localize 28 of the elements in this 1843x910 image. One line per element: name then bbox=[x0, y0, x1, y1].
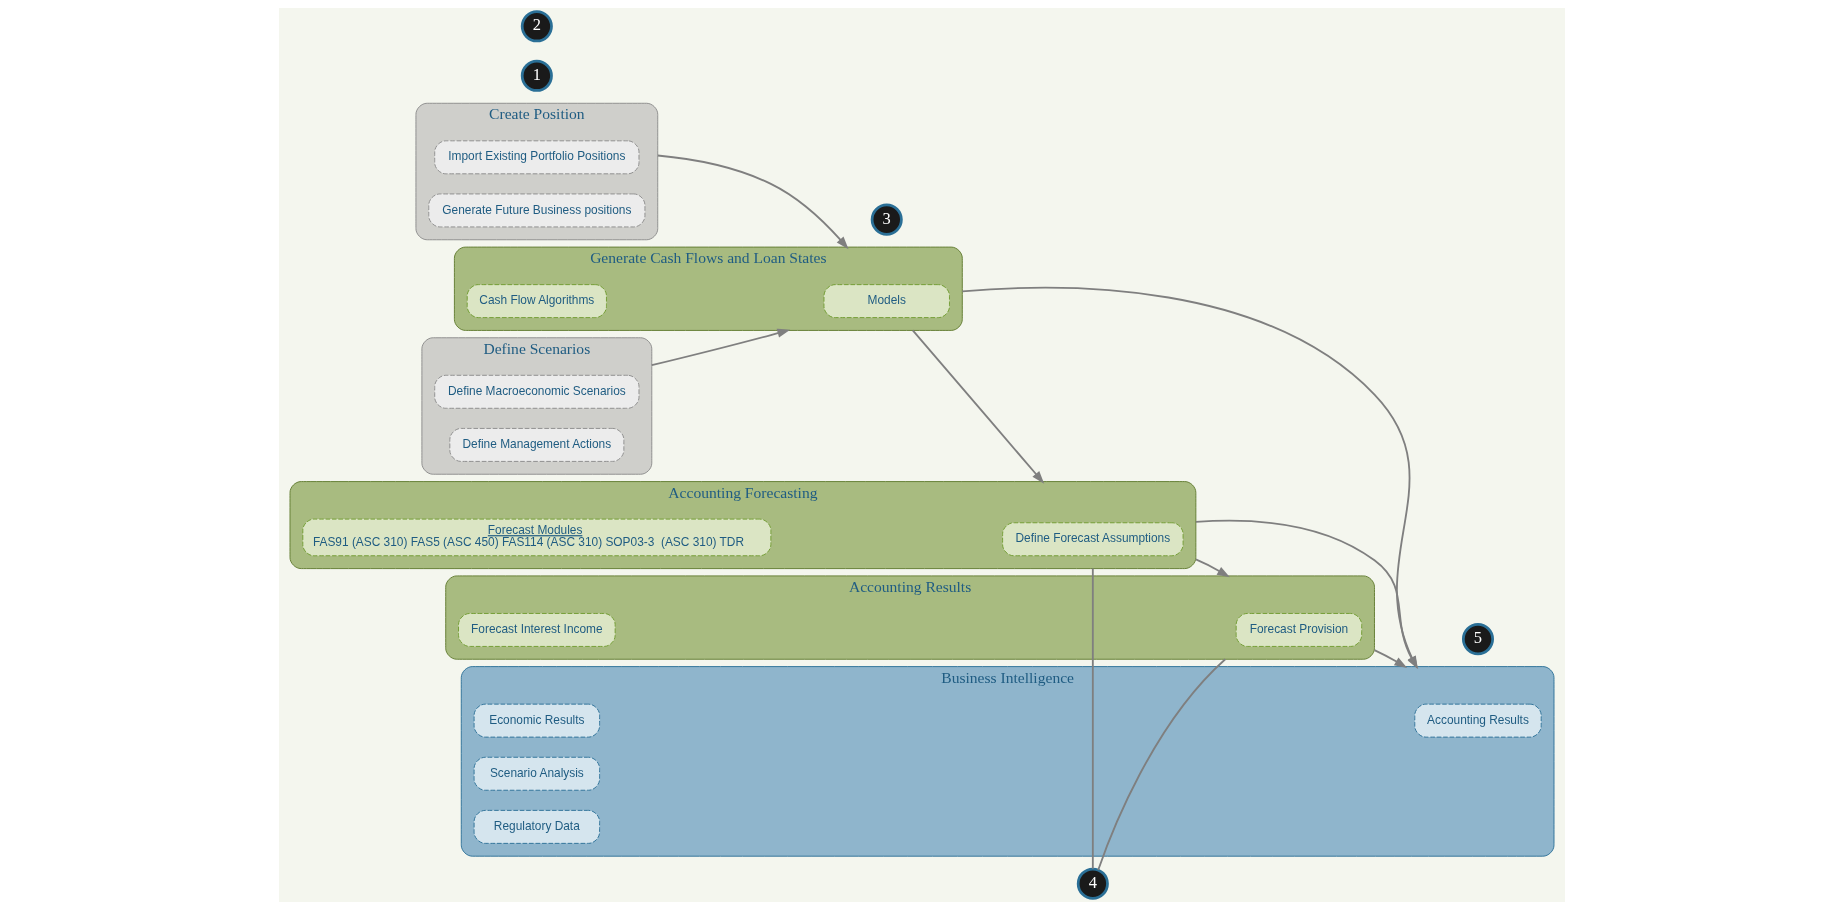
arrow bbox=[650, 328, 790, 367]
node-box: Scenario Analysis bbox=[473, 756, 600, 791]
arrow bbox=[1194, 519, 1418, 669]
connector bbox=[1096, 658, 1226, 871]
arrow bbox=[1373, 649, 1407, 668]
node-box: Define Macroeconomic Scenarios bbox=[433, 374, 639, 409]
node-box: Define Forecast Assumptions bbox=[1001, 522, 1183, 557]
node-box: Import Existing Portfolio Positions bbox=[433, 140, 639, 175]
node-box: Forecast Provision bbox=[1235, 613, 1362, 647]
node-box: Forecast Modules FAS91 (ASC 310) FAS5 (ASC 450) FAS114 (ASC 310) SOP03-3 (ASC 310) TDR bbox=[301, 518, 771, 557]
node-box: Regulatory Data bbox=[473, 809, 600, 844]
node-box: Forecast Interest Income bbox=[457, 613, 616, 647]
node-circle: 5 bbox=[1461, 623, 1494, 656]
node-box: Economic Results bbox=[473, 703, 600, 738]
node-circle: 3 bbox=[870, 203, 903, 236]
arrow bbox=[1194, 558, 1230, 578]
node-box: Accounting Results bbox=[1413, 703, 1542, 738]
arrow bbox=[911, 329, 1044, 484]
node-circle: 1 bbox=[520, 59, 553, 92]
arrow bbox=[960, 286, 1418, 670]
node-box: Models bbox=[823, 284, 950, 319]
node-box: Cash Flow Algorithms bbox=[466, 284, 607, 319]
node-circle: 2 bbox=[520, 10, 553, 43]
arrow bbox=[656, 154, 849, 250]
connector bbox=[1091, 567, 1094, 870]
node-box: Define Management Actions bbox=[448, 428, 624, 462]
node-box: Generate Future Business positions bbox=[427, 193, 645, 228]
node-circle: 4 bbox=[1076, 867, 1109, 900]
